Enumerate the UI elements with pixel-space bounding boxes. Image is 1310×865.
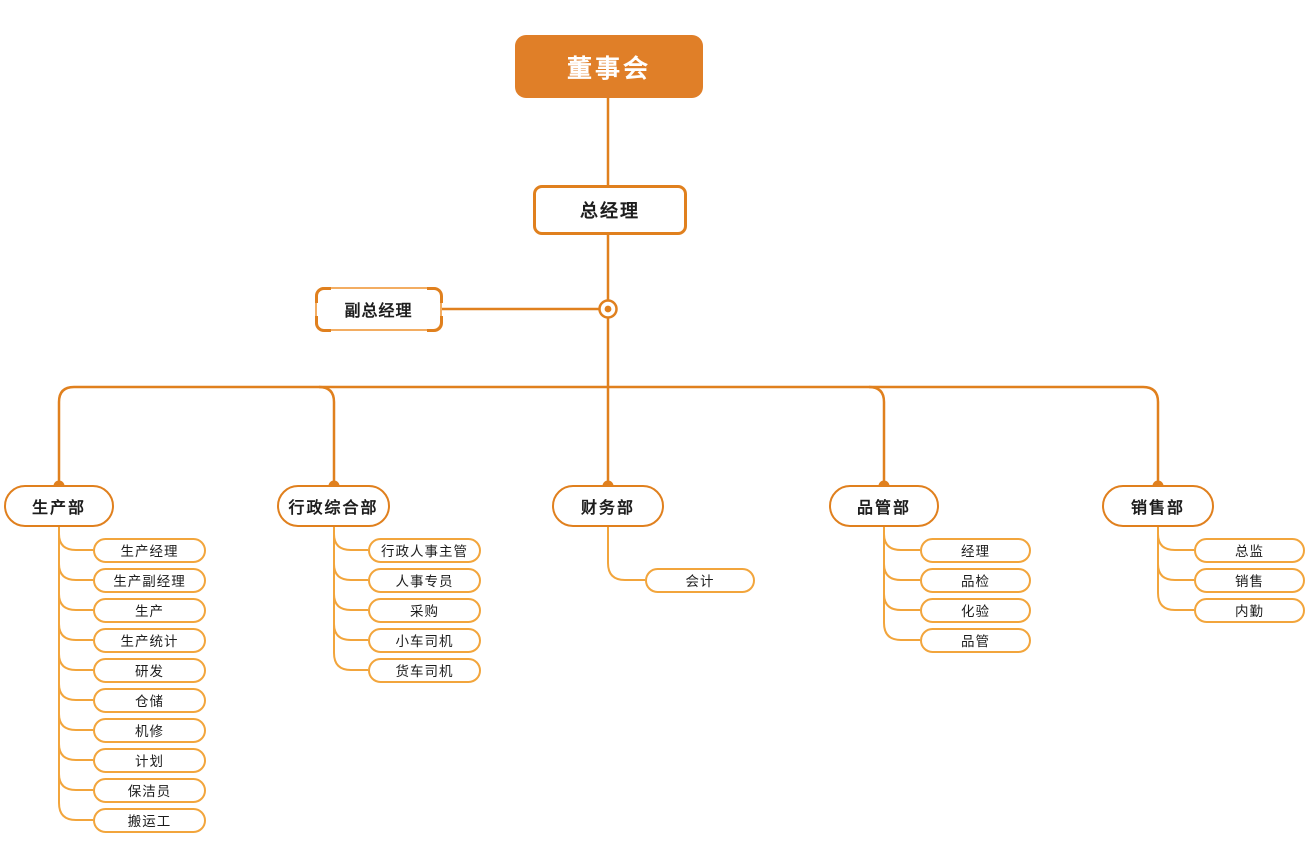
branch-line [883, 533, 920, 551]
child-node[interactable]: 生产副经理 [93, 567, 206, 593]
branch-line [333, 623, 368, 641]
quality-drop-line [868, 385, 886, 485]
child-label: 仓储 [135, 694, 164, 709]
dept-label: 生产部 [31, 500, 86, 517]
branch-line [58, 683, 93, 701]
node-general-manager-label: 总经理 [580, 201, 640, 221]
admin-drop-line [318, 385, 336, 485]
child-label: 人事专员 [395, 574, 454, 589]
child-label: 会计 [685, 574, 715, 589]
child-node[interactable]: 品检 [920, 567, 1031, 593]
dept-label: 财务部 [580, 500, 635, 517]
dept-label: 行政综合部 [288, 500, 379, 517]
junction-dot [604, 305, 612, 313]
child-label: 搬运工 [127, 814, 172, 829]
child-node[interactable]: 品管 [920, 627, 1031, 653]
child-node[interactable]: 小车司机 [368, 627, 481, 653]
child-label: 计划 [135, 754, 164, 769]
dept-label: 销售部 [1130, 500, 1185, 517]
child-label: 品检 [961, 574, 990, 589]
node-deputy-general-manager-label: 副总经理 [344, 303, 413, 320]
quality-spine [883, 526, 920, 641]
branch-line [883, 563, 920, 581]
child-node[interactable]: 计划 [93, 747, 206, 773]
node-dept-admin[interactable]: 行政综合部 [277, 485, 390, 527]
child-label: 保洁员 [127, 784, 172, 799]
child-node[interactable]: 生产经理 [93, 537, 206, 563]
corner-accent [426, 286, 443, 303]
branch-line [1157, 533, 1194, 551]
child-node[interactable]: 经理 [920, 537, 1031, 563]
corner-accent [426, 315, 443, 332]
child-node[interactable]: 机修 [93, 717, 206, 743]
branch-line [58, 653, 93, 671]
branch-line [58, 713, 93, 731]
child-label: 生产统计 [120, 634, 179, 649]
node-board-label: 董事会 [566, 54, 651, 83]
branch-line [883, 593, 920, 611]
child-label: 货车司机 [395, 664, 454, 679]
child-label: 经理 [961, 544, 990, 559]
child-node[interactable]: 保洁员 [93, 777, 206, 803]
branch-line [333, 533, 368, 551]
branch-line [333, 563, 368, 581]
finance-spine [607, 526, 645, 581]
child-node[interactable]: 总监 [1194, 537, 1305, 563]
node-dept-production[interactable]: 生产部 [4, 485, 114, 527]
child-node[interactable]: 生产统计 [93, 627, 206, 653]
child-label: 小车司机 [395, 634, 454, 649]
child-node[interactable]: 销售 [1194, 567, 1305, 593]
child-node[interactable]: 采购 [368, 597, 481, 623]
branch-line [58, 593, 93, 611]
branch-line [58, 533, 93, 551]
child-node[interactable]: 内勤 [1194, 597, 1305, 623]
branch-line [58, 563, 93, 581]
corner-accent [314, 315, 331, 332]
child-label: 行政人事主管 [381, 544, 468, 559]
branch-line [58, 743, 93, 761]
child-label: 化验 [961, 604, 990, 619]
child-label: 销售 [1235, 574, 1264, 589]
node-deputy-general-manager[interactable]: 副总经理 [314, 286, 443, 332]
child-label: 总监 [1235, 544, 1264, 559]
child-node[interactable]: 生产 [93, 597, 206, 623]
child-node[interactable]: 会计 [645, 567, 755, 593]
node-dept-quality[interactable]: 品管部 [829, 485, 939, 527]
child-label: 生产经理 [120, 544, 179, 559]
child-node[interactable]: 研发 [93, 657, 206, 683]
sales-spine [1157, 526, 1194, 611]
child-node[interactable]: 人事专员 [368, 567, 481, 593]
child-label: 生产副经理 [113, 574, 186, 589]
node-board[interactable]: 董事会 [515, 35, 703, 98]
corner-accent [314, 286, 331, 303]
child-node[interactable]: 仓储 [93, 687, 206, 713]
dept-label: 品管部 [856, 500, 911, 517]
child-node[interactable]: 货车司机 [368, 657, 481, 683]
branch-line [333, 593, 368, 611]
child-node[interactable]: 搬运工 [93, 807, 206, 833]
child-label: 研发 [135, 664, 164, 679]
branch-line [1157, 563, 1194, 581]
child-label: 生产 [135, 604, 164, 619]
production-spine [58, 526, 93, 821]
branch-line [58, 773, 93, 791]
child-label: 品管 [961, 634, 990, 649]
node-dept-finance[interactable]: 财务部 [552, 485, 664, 527]
child-node[interactable]: 行政人事主管 [368, 537, 481, 563]
node-general-manager[interactable]: 总经理 [533, 185, 687, 235]
child-label: 采购 [410, 604, 439, 619]
child-label: 内勤 [1235, 604, 1264, 619]
node-dept-sales[interactable]: 销售部 [1102, 485, 1214, 527]
admin-spine [333, 526, 368, 671]
bus-line [57, 385, 1160, 485]
child-node[interactable]: 化验 [920, 597, 1031, 623]
branch-line [58, 623, 93, 641]
child-label: 机修 [135, 724, 164, 739]
